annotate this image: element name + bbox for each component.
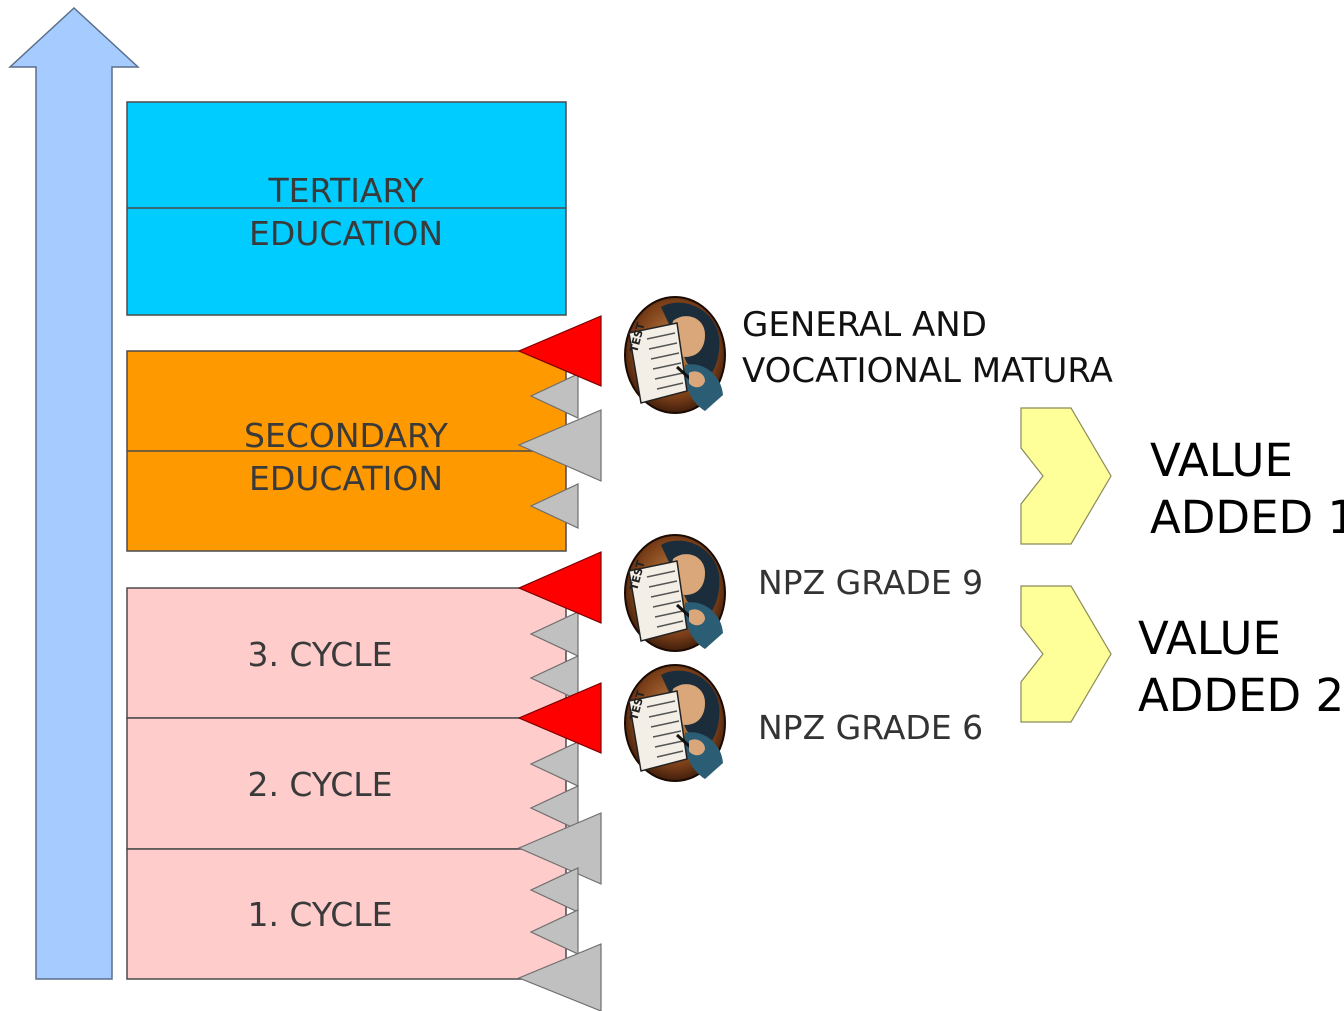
secondary-label-line2: EDUCATION <box>249 459 443 498</box>
progression-arrow <box>8 6 140 980</box>
student-taking-test-icon: TEST <box>623 295 727 415</box>
gray-marker <box>517 812 602 885</box>
value-added-2-line2: ADDED 2 <box>1138 669 1344 722</box>
gray-marker <box>529 741 579 787</box>
gray-marker <box>529 611 579 657</box>
gray-marker <box>529 373 579 419</box>
cycle-2-block: 2. CYCLE <box>126 717 567 850</box>
npz-grade-9-label: NPZ GRADE 9 <box>758 563 983 602</box>
student-taking-test-icon: TEST <box>623 663 727 783</box>
gray-marker <box>529 785 579 831</box>
value-added-1-line1: VALUE <box>1150 434 1293 487</box>
value-added-1-line2: ADDED 1 <box>1150 491 1344 544</box>
tertiary-education-block: TERTIARY EDUCATION <box>126 101 567 316</box>
value-added-1-arrow <box>1020 407 1112 545</box>
cycle-1-label: 1. CYCLE <box>247 895 392 934</box>
gray-marker <box>529 483 579 529</box>
gray-marker <box>517 943 602 1011</box>
tertiary-label-line1: TERTIARY <box>268 171 425 210</box>
red-marker-grade9 <box>517 551 602 624</box>
cycle-3-label: 3. CYCLE <box>247 635 392 674</box>
matura-label-line1: GENERAL AND <box>742 305 987 345</box>
red-marker-matura <box>517 315 602 387</box>
gray-markers <box>517 373 602 1011</box>
gray-marker <box>517 409 602 482</box>
cycle-1-block: 1. CYCLE <box>126 848 567 980</box>
red-markers <box>517 315 602 754</box>
secondary-education-block: SECONDARY EDUCATION <box>126 350 567 552</box>
red-marker-grade6 <box>517 682 602 754</box>
gray-marker <box>529 867 579 913</box>
gray-marker <box>529 655 579 701</box>
matura-label-line2: VOCATIONAL MATURA <box>742 351 1113 391</box>
cycle-3-block: 3. CYCLE <box>126 587 567 719</box>
value-added-2-line1: VALUE <box>1138 612 1281 665</box>
value-added-2-arrow <box>1020 585 1112 723</box>
tertiary-label-line2: EDUCATION <box>249 214 443 253</box>
secondary-label-line1: SECONDARY <box>244 416 449 455</box>
npz-grade-6-label: NPZ GRADE 6 <box>758 708 983 747</box>
gray-marker <box>529 909 579 955</box>
student-taking-test-icon: TEST <box>623 533 727 653</box>
cycle-2-label: 2. CYCLE <box>247 765 392 804</box>
